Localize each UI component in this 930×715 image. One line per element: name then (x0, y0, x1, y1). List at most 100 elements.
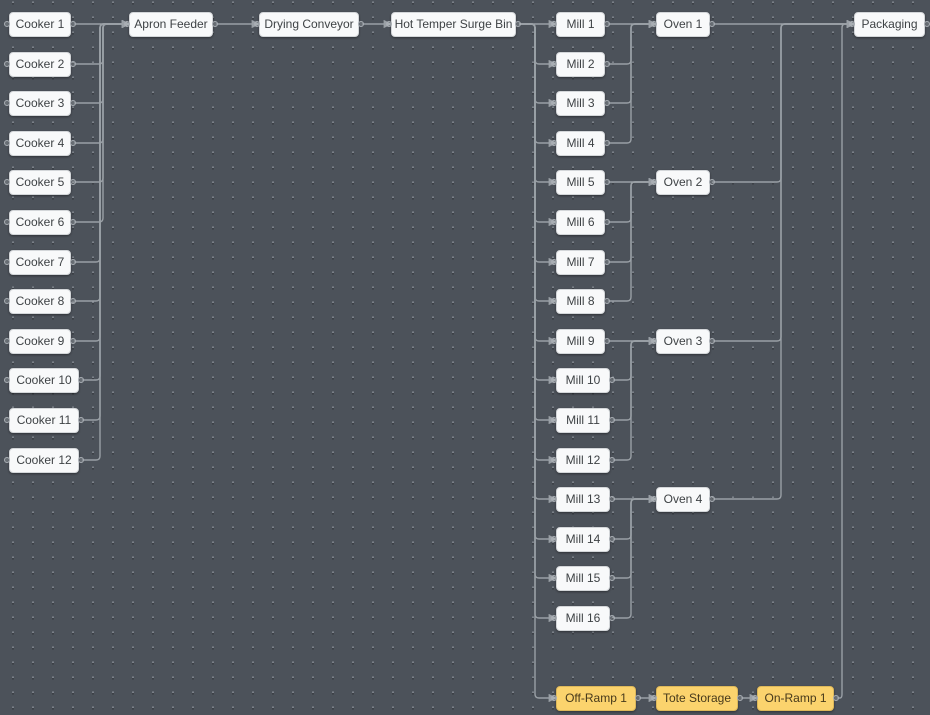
node-cooker-12[interactable]: Cooker 12 (9, 447, 79, 473)
out-port-oven-4[interactable] (709, 496, 715, 502)
node-cooker-4[interactable]: Cooker 4 (9, 130, 71, 156)
out-port-mill-7[interactable] (604, 259, 610, 265)
node-label: Oven 2 (663, 175, 703, 189)
out-port-oven-2[interactable] (709, 179, 715, 185)
node-label: Cooker 8 (15, 294, 65, 308)
node-label: Mill 12 (565, 453, 601, 467)
out-port-mill-8[interactable] (604, 298, 610, 304)
out-port-mill-3[interactable] (604, 100, 610, 106)
out-port-cooker-9[interactable] (70, 338, 76, 344)
out-port-drying-conveyor[interactable] (358, 21, 364, 27)
out-port-cooker-12[interactable] (78, 457, 84, 463)
node-mill-12[interactable]: Mill 12 (556, 447, 610, 473)
out-port-mill-2[interactable] (604, 61, 610, 67)
node-label: Cooker 5 (15, 175, 65, 189)
edge-cooker-4-to-apron-feeder (74, 19, 130, 144)
edge-mill-6-to-oven-2 (608, 177, 657, 223)
node-mill-8[interactable]: Mill 8 (556, 288, 605, 314)
edge-oven-3-to-packaging (713, 19, 855, 342)
out-port-cooker-10[interactable] (78, 377, 84, 383)
node-mill-11[interactable]: Mill 11 (556, 407, 610, 433)
node-hot-temper-surge-bin[interactable]: Hot Temper Surge Bin (391, 11, 516, 37)
out-port-cooker-2[interactable] (70, 61, 76, 67)
out-port-off-ramp-1[interactable] (635, 695, 641, 701)
node-drying-conveyor[interactable]: Drying Conveyor (259, 11, 359, 37)
out-port-cooker-7[interactable] (70, 259, 76, 265)
out-port-on-ramp-1[interactable] (833, 695, 839, 701)
out-port-mill-16[interactable] (609, 615, 615, 621)
node-mill-15[interactable]: Mill 15 (556, 565, 610, 591)
out-port-cooker-5[interactable] (70, 179, 76, 185)
node-cooker-7[interactable]: Cooker 7 (9, 249, 71, 275)
node-label: Mill 14 (565, 532, 601, 546)
node-label: Cooker 12 (16, 453, 72, 467)
out-port-mill-1[interactable] (604, 21, 610, 27)
edge-hot-temper-surge-bin-to-mill-10 (519, 23, 557, 385)
node-cooker-1[interactable]: Cooker 1 (9, 11, 71, 37)
out-port-cooker-3[interactable] (70, 100, 76, 106)
node-mill-1[interactable]: Mill 1 (556, 11, 605, 37)
node-mill-14[interactable]: Mill 14 (556, 526, 610, 552)
node-mill-10[interactable]: Mill 10 (556, 367, 610, 393)
node-mill-13[interactable]: Mill 13 (556, 486, 610, 512)
node-cooker-3[interactable]: Cooker 3 (9, 90, 71, 116)
node-mill-4[interactable]: Mill 4 (556, 130, 605, 156)
edge-mill-15-to-oven-4 (613, 494, 657, 579)
node-cooker-10[interactable]: Cooker 10 (9, 367, 79, 393)
edge-cooker-2-to-apron-feeder (74, 19, 130, 65)
node-label: Mill 2 (566, 57, 595, 71)
node-cooker-6[interactable]: Cooker 6 (9, 209, 71, 235)
node-cooker-8[interactable]: Cooker 8 (9, 288, 71, 314)
out-port-mill-15[interactable] (609, 575, 615, 581)
out-port-tote-storage[interactable] (737, 695, 743, 701)
edge-oven-4-to-packaging (713, 19, 855, 500)
out-port-cooker-11[interactable] (78, 417, 84, 423)
node-mill-3[interactable]: Mill 3 (556, 90, 605, 116)
node-label: Cooker 7 (15, 255, 65, 269)
edge-mill-14-to-oven-4 (613, 494, 657, 540)
out-port-mill-11[interactable] (609, 417, 615, 423)
node-oven-4[interactable]: Oven 4 (656, 486, 710, 512)
node-oven-2[interactable]: Oven 2 (656, 169, 710, 195)
out-port-mill-9[interactable] (604, 338, 610, 344)
node-cooker-5[interactable]: Cooker 5 (9, 169, 71, 195)
node-label: Drying Conveyor (264, 17, 354, 31)
out-port-cooker-6[interactable] (70, 219, 76, 225)
node-cooker-9[interactable]: Cooker 9 (9, 328, 71, 354)
out-port-mill-10[interactable] (609, 377, 615, 383)
edge-hot-temper-surge-bin-to-mill-13 (519, 23, 557, 504)
out-port-mill-12[interactable] (609, 457, 615, 463)
node-apron-feeder[interactable]: Apron Feeder (129, 11, 213, 37)
out-port-cooker-1[interactable] (70, 21, 76, 27)
node-mill-2[interactable]: Mill 2 (556, 51, 605, 77)
edge-hot-temper-surge-bin-to-mill-12 (519, 23, 557, 465)
out-port-oven-3[interactable] (709, 338, 715, 344)
node-label: Mill 7 (566, 255, 595, 269)
out-port-mill-5[interactable] (604, 179, 610, 185)
out-port-mill-13[interactable] (609, 496, 615, 502)
out-port-apron-feeder[interactable] (212, 21, 218, 27)
node-mill-9[interactable]: Mill 9 (556, 328, 605, 354)
out-port-mill-14[interactable] (609, 536, 615, 542)
out-port-cooker-8[interactable] (70, 298, 76, 304)
node-mill-7[interactable]: Mill 7 (556, 249, 605, 275)
node-mill-6[interactable]: Mill 6 (556, 209, 605, 235)
node-oven-1[interactable]: Oven 1 (656, 11, 710, 37)
out-port-mill-6[interactable] (604, 219, 610, 225)
node-label: Mill 16 (565, 611, 601, 625)
node-cooker-2[interactable]: Cooker 2 (9, 51, 71, 77)
node-mill-16[interactable]: Mill 16 (556, 605, 610, 631)
out-port-cooker-4[interactable] (70, 140, 76, 146)
out-port-packaging[interactable] (924, 21, 930, 27)
node-oven-3[interactable]: Oven 3 (656, 328, 710, 354)
node-mill-5[interactable]: Mill 5 (556, 169, 605, 195)
out-port-oven-1[interactable] (709, 21, 715, 27)
node-tote-storage[interactable]: Tote Storage (656, 685, 738, 711)
node-cooker-11[interactable]: Cooker 11 (9, 407, 79, 433)
node-on-ramp-1[interactable]: On-Ramp 1 (757, 685, 834, 711)
node-packaging[interactable]: Packaging (854, 11, 925, 37)
out-port-hot-temper-surge-bin[interactable] (515, 21, 521, 27)
out-port-mill-4[interactable] (604, 140, 610, 146)
node-off-ramp-1[interactable]: Off-Ramp 1 (556, 685, 636, 711)
